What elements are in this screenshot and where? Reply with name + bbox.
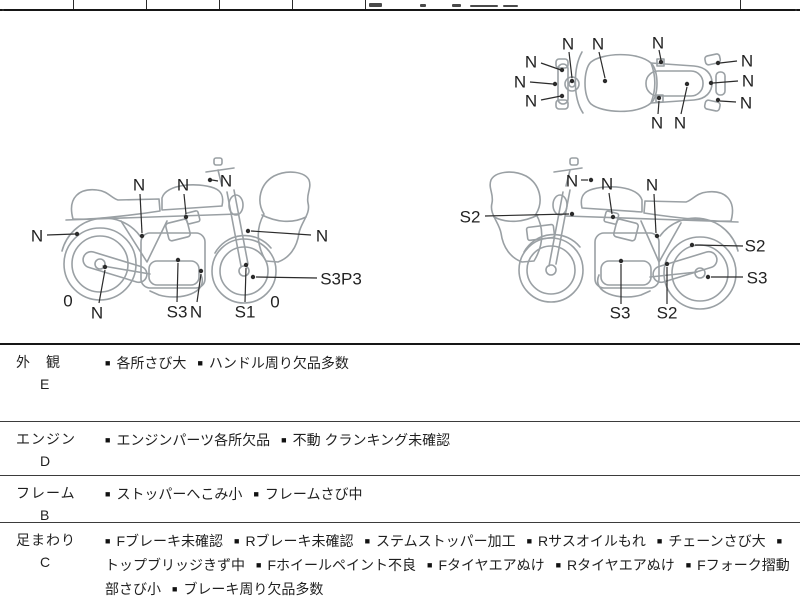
condition-item: Rタイヤエアぬけ [567,557,675,573]
header-divider [740,0,741,9]
header-divider [146,0,147,9]
condition-item: 各所さび大 [116,355,187,371]
bullet-icon: ■ [555,560,562,570]
clipped-header-row [0,0,800,11]
condition-category: 外 観 [16,354,61,370]
condition-row-frame: フレーム B ■ ストッパーへこみ小 ■ フレームさび中 [0,475,800,523]
header-divider [219,0,220,9]
bullet-icon: ■ [256,560,262,570]
condition-item: Fタイヤエアぬけ [438,557,545,573]
condition-grade: B [40,507,50,523]
condition-items: ■ ストッパーへこみ小 ■ フレームさび中 [105,482,790,506]
condition-item: Rサスオイルもれ [538,533,646,549]
category-cell: 外 観 E [0,351,100,395]
illegible-clipped-text [470,5,498,7]
bullet-icon: ■ [105,489,111,499]
bullet-icon: ■ [776,536,783,546]
motorcycle-sketches [46,49,744,310]
category-cell: フレーム B [0,482,100,526]
bullet-icon: ■ [281,435,287,445]
leader-end-dots [74,59,721,280]
bullet-icon: ■ [105,536,111,546]
condition-item: トップブリッジきず中 [105,557,245,573]
bullet-icon: ■ [105,435,111,445]
label-leader-lines [46,49,744,304]
condition-category: 足まわり [16,532,76,548]
condition-category: フレーム [16,485,76,501]
condition-grade: D [40,453,51,469]
condition-row-exterior: 外 観 E ■ 各所さび大 ■ ハンドル周り欠品多数 [0,345,800,421]
condition-grade: C [40,554,51,570]
condition-row-engine: エンジン D ■ エンジンパーツ各所欠品 ■ 不動 クランキング未確認 [0,421,800,475]
condition-category: エンジン [16,431,76,447]
condition-item: Fフォーク摺動部さび小 [105,557,790,597]
bullet-icon: ■ [234,536,240,546]
bullet-icon: ■ [253,489,259,499]
bullet-icon: ■ [526,536,533,546]
condition-item: チェーンさび大 [668,533,766,549]
illegible-clipped-text [452,4,461,7]
damage-diagram-area [0,11,800,343]
condition-item: エンジンパーツ各所欠品 [116,432,271,448]
bullet-icon: ■ [172,584,178,594]
condition-row-undercarriage: 足まわり C ■ Fブレーキ未確認 ■ Rブレーキ未確認 ■ ステムストッパー加工 ■ Rサス… [0,522,800,600]
category-cell: 足まわり C [0,529,100,573]
condition-item: フレームさび中 [264,486,363,502]
bullet-icon: ■ [105,358,111,368]
header-divider [73,0,74,9]
bullet-icon: ■ [427,560,433,570]
condition-item: Fホイールペイント不良 [267,557,416,573]
bullet-icon: ■ [685,560,692,570]
illegible-clipped-text [420,4,426,7]
condition-items: ■ エンジンパーツ各所欠品 ■ 不動 クランキング未確認 [105,428,790,452]
bullet-icon: ■ [197,358,203,368]
illegible-clipped-text [503,5,518,7]
condition-grade: E [40,376,50,392]
condition-item: ハンドル周り欠品多数 [208,355,349,371]
bullet-icon: ■ [364,536,370,546]
condition-items: ■ 各所さび大 ■ ハンドル周り欠品多数 [105,351,790,375]
condition-table: 外 観 E ■ 各所さび大 ■ ハンドル周り欠品多数 エンジン D ■ エンジンパーツ各… [0,343,800,600]
motorcycle-side-view-facing-left-sketch [489,157,739,310]
category-cell: エンジン D [0,428,100,472]
condition-item: Rブレーキ未確認 [245,533,354,549]
bullet-icon: ■ [656,536,663,546]
header-divider [292,0,293,9]
condition-item: ステムストッパー加工 [376,533,516,549]
condition-item: 不動 クランキング未確認 [292,432,451,448]
condition-item: Fブレーキ未確認 [116,533,223,549]
condition-items: ■ Fブレーキ未確認 ■ Rブレーキ未確認 ■ ステムストッパー加工 ■ Rサスオイルもれ ■ チ… [105,529,790,600]
condition-item: ブレーキ周り欠品多数 [183,581,324,597]
motorcycle-side-view-facing-right-sketch [61,157,311,304]
motorcycle-top-view-sketch [555,51,726,114]
illegible-clipped-text [369,3,382,7]
header-divider [365,0,366,9]
condition-item: ストッパーへこみ小 [116,486,243,502]
